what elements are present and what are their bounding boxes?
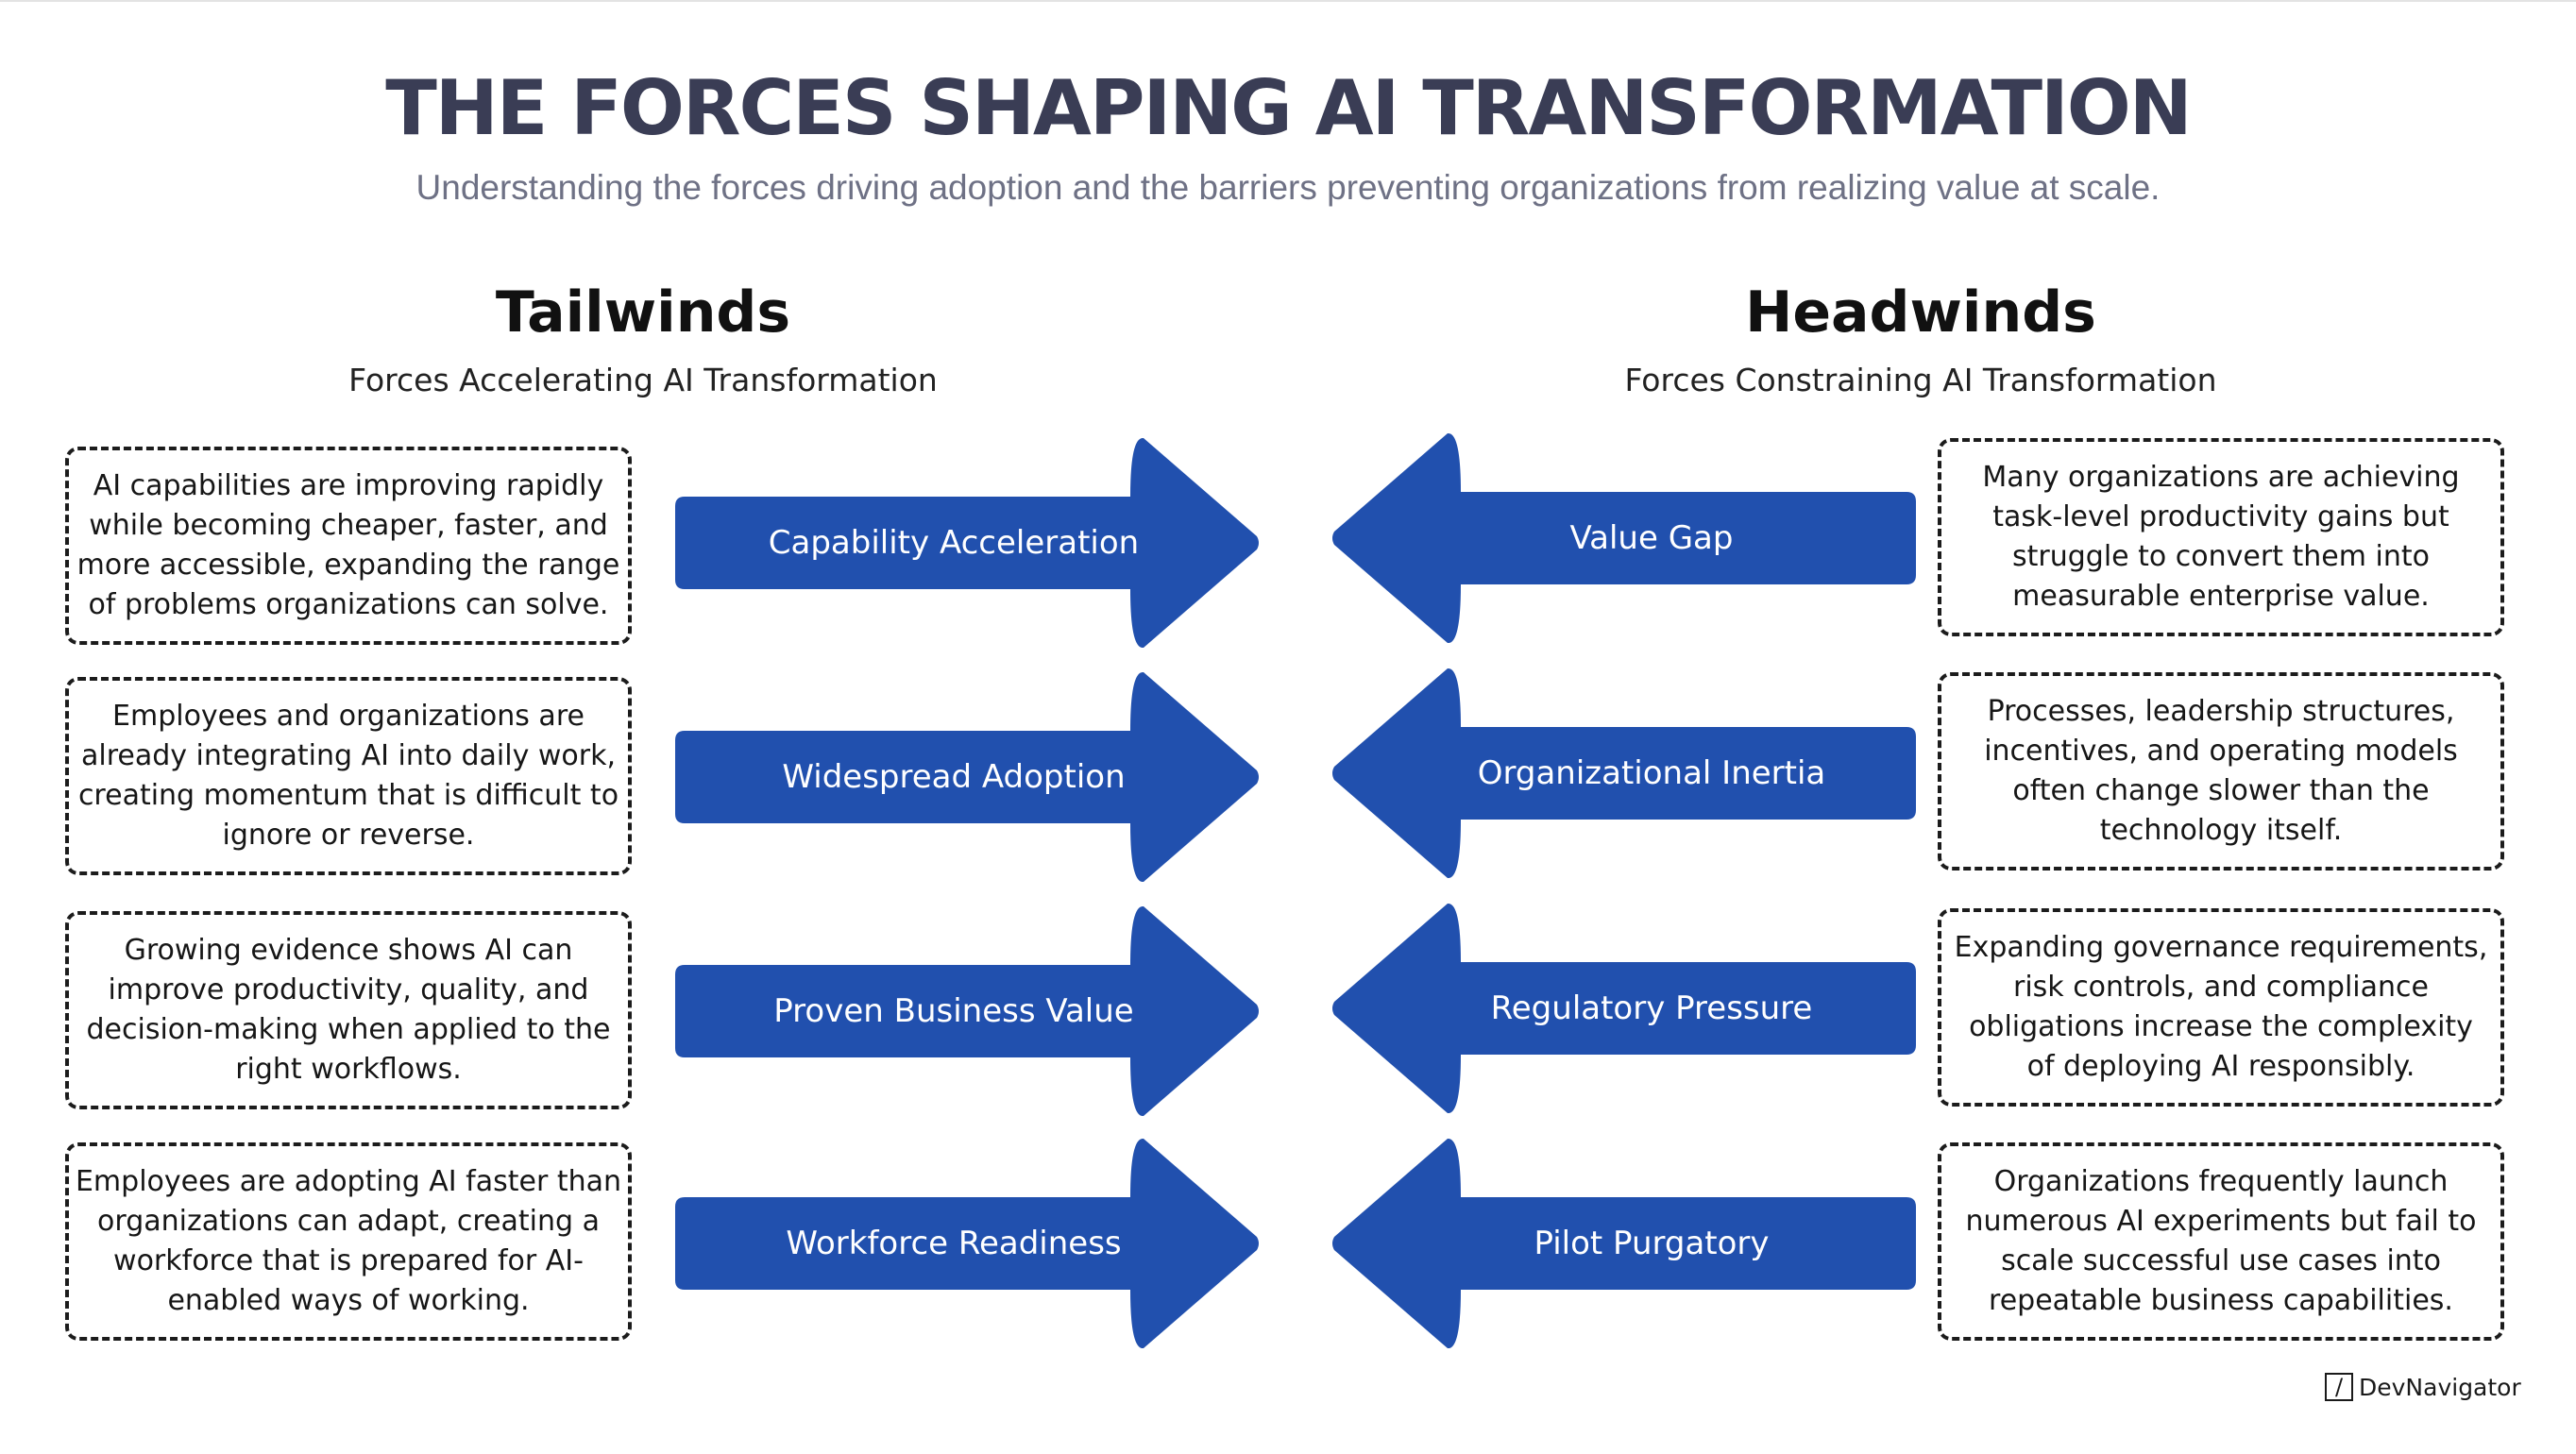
- right-arrow-icon: [675, 905, 1259, 1117]
- headwind-label: Value Gap: [1569, 519, 1734, 557]
- headwind-description-text: Expanding governance requirements, risk …: [1954, 931, 2488, 1083]
- tailwind-description-text: Employees are adopting AI faster than or…: [75, 1165, 622, 1317]
- tailwind-label: Widespread Adoption: [782, 758, 1126, 796]
- left-arrow-icon: [1332, 1138, 1916, 1349]
- tailwind-arrow: Workforce Readiness: [675, 1137, 1261, 1350]
- page-title: THE FORCES SHAPING AI TRANSFORMATION: [385, 64, 2193, 152]
- tailwinds-heading: Tailwinds: [495, 279, 791, 346]
- tailwinds-subheading: Forces Accelerating AI Transformation: [348, 362, 938, 398]
- left-arrow-icon: [1332, 903, 1916, 1114]
- headwind-arrow: Organizational Inertia: [1330, 667, 1916, 880]
- right-arrow-icon: [675, 1138, 1259, 1349]
- tailwind-arrow: Capability Acceleration: [675, 436, 1261, 650]
- page-subtitle: Understanding the forces driving adoptio…: [415, 168, 2161, 207]
- headwinds-heading: Headwinds: [1745, 279, 2096, 346]
- tailwind-arrow: Proven Business Value: [675, 905, 1261, 1118]
- tailwind-description-box: Growing evidence shows AI can improve pr…: [65, 911, 632, 1109]
- tailwind-description-box: Employees are adopting AI faster than or…: [65, 1142, 632, 1341]
- right-arrow-icon: [675, 671, 1259, 883]
- right-arrow-icon: [675, 437, 1259, 649]
- headwind-description-text: Organizations frequently launch numerous…: [1965, 1165, 2477, 1317]
- tailwind-arrow: Widespread Adoption: [675, 670, 1261, 884]
- headwind-label: Regulatory Pressure: [1490, 989, 1813, 1027]
- tailwind-label: Capability Acceleration: [768, 524, 1140, 562]
- headwind-description-text: Many organizations are achieving task-le…: [1982, 461, 2460, 613]
- headwind-arrow: Regulatory Pressure: [1330, 902, 1916, 1115]
- headwind-label: Organizational Inertia: [1477, 754, 1826, 792]
- tailwind-description-text: AI capabilities are improving rapidly wh…: [76, 469, 620, 621]
- headwind-description-box: Expanding governance requirements, risk …: [1938, 908, 2504, 1107]
- tailwind-label: Workforce Readiness: [786, 1225, 1122, 1262]
- headwind-description-text: Processes, leadership structures, incent…: [1984, 695, 2458, 847]
- headwind-arrow: Value Gap: [1330, 431, 1916, 645]
- devnavigator-logo: / DevNavigator: [2325, 1371, 2521, 1403]
- headwind-description-box: Processes, leadership structures, incent…: [1938, 672, 2504, 871]
- headwinds-subheading: Forces Constraining AI Transformation: [1624, 362, 2217, 398]
- slash-box-icon: /: [2325, 1373, 2353, 1401]
- left-arrow-icon: [1332, 432, 1916, 644]
- top-divider: [0, 0, 2576, 2]
- tailwind-description-text: Employees and organizations are already …: [77, 700, 619, 852]
- headwind-description-box: Many organizations are achieving task-le…: [1938, 438, 2504, 636]
- tailwind-description-box: AI capabilities are improving rapidly wh…: [65, 447, 632, 645]
- headwind-label: Pilot Purgatory: [1534, 1225, 1770, 1262]
- headwind-description-box: Organizations frequently launch numerous…: [1938, 1142, 2504, 1341]
- left-arrow-icon: [1332, 668, 1916, 879]
- tailwind-description-box: Employees and organizations are already …: [65, 677, 632, 875]
- tailwind-label: Proven Business Value: [773, 992, 1134, 1030]
- brand-name: DevNavigator: [2359, 1373, 2521, 1401]
- headwind-arrow: Pilot Purgatory: [1330, 1137, 1916, 1350]
- tailwind-description-text: Growing evidence shows AI can improve pr…: [86, 934, 611, 1086]
